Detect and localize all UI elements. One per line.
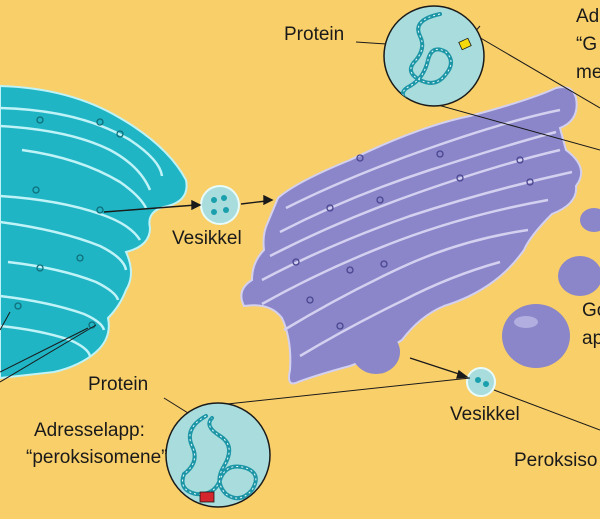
label-vesicle-left: Vesikkel [172,228,242,249]
label-address-bottom-line2: “peroksisomene” [26,447,168,468]
address-tag-peroxisome [199,491,215,503]
er-fold [0,194,142,241]
golgi-vesicle [580,208,600,232]
magnified-protein-top [383,5,485,107]
label-protein-top: Protein [284,24,345,45]
er-proteins [14,116,124,329]
endoplasmic-reticulum [0,84,188,380]
golgi-cisterna [269,148,561,258]
golgi-apparatus [240,86,583,385]
er-fold [0,220,128,271]
arrow-er-to-vesicle [103,204,197,213]
label-address-top-line2: “G [576,34,598,55]
label-address-bottom-line1: Adresselapp: [34,420,145,441]
golgi-cisterna [285,108,561,210]
er-fold [7,260,120,301]
golgi-cisterna [261,170,573,282]
label-address-top-line3: me [576,62,600,83]
er-fold [0,294,106,331]
golgi-cisterna [283,228,529,332]
address-tag-golgi [458,37,472,51]
arrow-golgi-to-vesicle [409,357,463,376]
label-peroxisome: Peroksiso [514,450,598,471]
golgi-vesicle-highlight [514,316,538,328]
er-fold [0,124,152,191]
golgi-vesicle [558,256,600,296]
magnified-protein-bottom [165,402,271,508]
arrow-vesicle-to-golgi [240,200,267,205]
protein-chain [180,414,258,501]
golgi-cisterna [279,130,557,234]
arrows [103,194,469,379]
er-fold [21,148,148,209]
label-golgi-line2: ap [582,328,600,349]
golgi-vesicles [352,208,600,374]
label-vesicle-bottom: Vesikkel [450,404,520,425]
golgi-cisterna [299,260,501,358]
transport-vesicle-left [200,185,240,225]
label-protein-bottom: Protein [88,374,149,395]
er-fold [0,106,164,177]
transport-vesicle-bottom [466,367,496,397]
golgi-cisterna [261,198,549,306]
golgi-proteins [292,150,534,330]
label-address-top-line1: Ad [576,6,600,27]
golgi-vesicle [502,304,570,368]
er-body [0,84,188,380]
label-golgi-line1: Go [582,300,600,321]
golgi-vesicle [352,330,400,374]
